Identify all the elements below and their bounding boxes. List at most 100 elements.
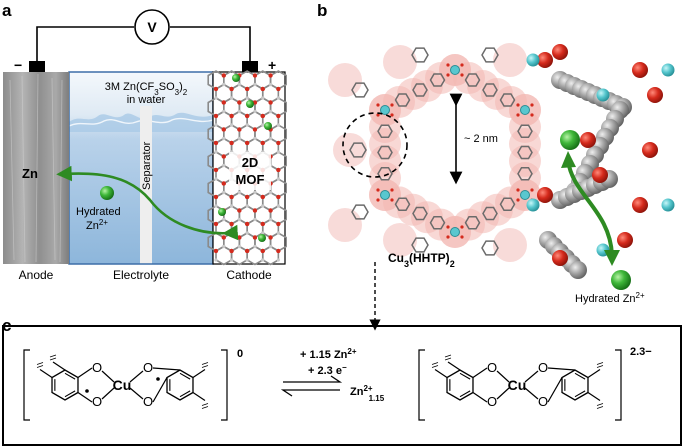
electrolyte-formula: 3M Zn(CF3SO3)2 xyxy=(105,81,188,97)
mof-atom xyxy=(221,181,226,186)
mof-stick-framework xyxy=(349,47,534,256)
mof-atom xyxy=(268,217,273,222)
anode-texture xyxy=(9,73,63,263)
panel-a: a V − + Separator 3M Zn(CF3SO3)2 in wate… xyxy=(2,1,287,282)
oxygen-atom xyxy=(642,142,658,158)
oxygen-label: O xyxy=(143,394,153,409)
o-atom xyxy=(460,225,464,229)
o-atom xyxy=(530,113,534,117)
mof-atom xyxy=(260,194,265,200)
arrowhead-up xyxy=(561,151,576,168)
o-atom xyxy=(390,103,394,107)
mof-atom xyxy=(245,86,250,92)
panel-a-label: a xyxy=(2,1,12,20)
mof-atom xyxy=(261,204,265,208)
mof-atom xyxy=(261,96,265,100)
copper-atom xyxy=(661,198,675,212)
carbon-atom xyxy=(569,261,587,279)
mof-atom xyxy=(253,82,257,87)
o-atom xyxy=(516,103,520,107)
cu-node-icon xyxy=(380,105,390,115)
ligand-ring xyxy=(429,73,446,87)
double-bond xyxy=(574,372,586,380)
benzene-ring xyxy=(166,369,194,401)
mof-atom xyxy=(229,248,234,254)
benzene-ring xyxy=(51,369,79,401)
ligand-ring xyxy=(464,215,481,230)
cu-o-bond xyxy=(101,387,115,400)
electrolyte-caption: Electrolyte xyxy=(113,268,169,282)
substituent-bond xyxy=(39,369,53,378)
mof-atom xyxy=(213,248,219,254)
oxygen-label: O xyxy=(487,360,497,375)
mof-atom xyxy=(213,140,219,146)
mof-atom xyxy=(268,136,273,141)
mof-atom xyxy=(237,190,241,195)
voltmeter-label: V xyxy=(147,19,157,35)
mof-atom xyxy=(229,113,234,119)
c-o-bond xyxy=(547,367,576,371)
o-atom xyxy=(516,113,520,117)
mof-atom xyxy=(214,177,218,181)
ligand-ring xyxy=(464,73,481,87)
double-bond xyxy=(179,390,191,398)
mof-atom xyxy=(221,235,226,240)
mof-atom xyxy=(276,113,281,119)
ligand-ring xyxy=(429,215,446,230)
mof-atom xyxy=(261,258,265,262)
mof-atom xyxy=(214,150,218,154)
mof-atom xyxy=(222,109,226,114)
mof-atom xyxy=(253,109,257,114)
mof-atom xyxy=(245,258,249,262)
cu-o-bond xyxy=(496,370,510,383)
ligand-ring xyxy=(481,240,499,256)
oxygen-label: O xyxy=(487,394,497,409)
mof-atom xyxy=(214,96,218,100)
mof-atom xyxy=(253,136,257,141)
mof-atom xyxy=(252,127,258,132)
mof-atom xyxy=(276,86,281,92)
pink-blob xyxy=(493,228,527,262)
o-atom xyxy=(376,113,380,117)
mof-atom xyxy=(237,82,241,87)
cu-o-bond xyxy=(129,370,144,383)
cathode-terminal xyxy=(242,61,258,73)
o-atom xyxy=(460,63,464,67)
mof-atom xyxy=(245,113,250,119)
cathode-caption: Cathode xyxy=(226,268,272,282)
mof-atom xyxy=(276,96,280,100)
left-brackets xyxy=(23,349,228,421)
ligand-ring xyxy=(412,206,428,221)
hatch-mark xyxy=(201,362,209,368)
cu-o-bond xyxy=(101,370,115,383)
double-bond xyxy=(459,372,471,380)
o-atom xyxy=(446,73,450,77)
mof-label-line2: MOF xyxy=(236,172,265,187)
mof-atom xyxy=(221,73,226,78)
o-atom xyxy=(460,235,464,239)
copper-atom xyxy=(526,198,540,212)
oxygen-label: O xyxy=(538,360,548,375)
mof-atom xyxy=(229,123,234,127)
o-atom xyxy=(530,188,534,192)
mof-atom xyxy=(237,217,241,222)
mof-atom xyxy=(214,123,218,127)
oxygen-label: O xyxy=(92,360,102,375)
mof-atom xyxy=(252,208,258,213)
mof-atom xyxy=(276,167,281,173)
mof-atom xyxy=(252,73,258,78)
reaction-box xyxy=(2,325,682,446)
cu-o-bond xyxy=(129,387,144,400)
o-atom xyxy=(516,188,520,192)
ligand-ring xyxy=(517,166,533,181)
ligand-ring xyxy=(394,93,411,107)
mof-atom xyxy=(237,136,241,141)
ligand-ring xyxy=(349,142,367,158)
compound-formula: Cu3(HHTP)2 xyxy=(388,251,455,269)
o-atom xyxy=(376,198,380,202)
hatch-mark xyxy=(49,354,57,361)
mof-atom xyxy=(213,194,219,200)
ligand-ring xyxy=(377,124,393,139)
pore-size-label: ~ 2 nm xyxy=(464,133,498,145)
